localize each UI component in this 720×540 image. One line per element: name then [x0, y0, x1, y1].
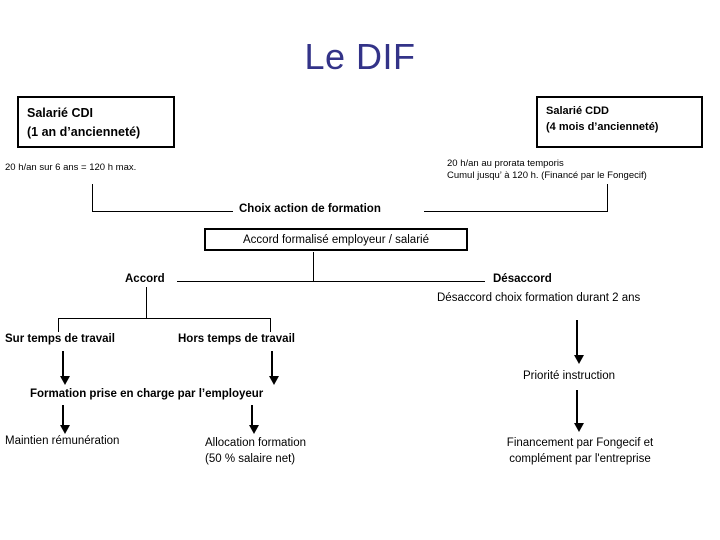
connector-accord-fork-left: [58, 318, 59, 332]
note-cdd-hours-line1: 20 h/an au prorata temporis: [447, 158, 564, 169]
connector-accord-fork-right: [270, 318, 271, 332]
connector-cdd-vertical: [607, 184, 608, 211]
box-salarie-cdi-line2: (1 an d’ancienneté): [27, 125, 141, 139]
box-salarie-cdd-line2: (4 mois d’ancienneté): [546, 121, 659, 133]
arrow-sur-temps-to-formation: [60, 351, 70, 385]
label-accord: Accord: [125, 273, 165, 285]
box-salarie-cdd-line1: Salarié CDD: [546, 105, 609, 117]
note-cdi-hours: 20 h/an sur 6 ans = 120 h max.: [5, 162, 137, 173]
label-sur-temps-de-travail: Sur temps de travail: [5, 333, 115, 345]
connector-cdi-horizontal: [92, 211, 233, 212]
connector-accord-box-stub: [313, 252, 314, 281]
box-accord-formalise: Accord formalisé employeur / salarié: [204, 228, 468, 251]
label-formation-prise-en-charge: Formation prise en charge par l’employeu…: [30, 388, 264, 400]
arrow-priorite-to-financement: [574, 390, 584, 432]
label-allocation-formation: Allocation formation (50 % salaire net): [205, 435, 306, 467]
arrow-formation-to-allocation: [249, 405, 259, 434]
label-allocation-formation-line2: (50 % salaire net): [205, 453, 296, 465]
box-accord-formalise-label: Accord formalisé employeur / salarié: [243, 233, 429, 246]
label-desaccord-detail: Désaccord choix formation durant 2 ans: [437, 292, 641, 304]
box-salarie-cdi-line1: Salarié CDI: [27, 106, 94, 120]
label-hors-temps-de-travail: Hors temps de travail: [178, 333, 295, 345]
box-salarie-cdd: Salarié CDD (4 mois d’ancienneté): [536, 96, 703, 148]
page-title: Le DIF: [304, 36, 416, 77]
label-financement-fongecif-line1: Financement par Fongecif et: [506, 437, 654, 449]
connector-accord-down: [146, 287, 147, 318]
label-priorite-instruction: Priorité instruction: [523, 370, 616, 382]
label-desaccord: Désaccord: [493, 273, 552, 285]
arrow-hors-temps-to-formation: [269, 351, 279, 385]
label-financement-fongecif: Financement par Fongecif et complément p…: [485, 435, 675, 467]
connector-accord-fork: [58, 318, 270, 319]
box-salarie-cdi: Salarié CDI (1 an d’ancienneté): [17, 96, 175, 148]
label-maintien-remuneration: Maintien rémunération: [5, 435, 120, 447]
connector-cdd-horizontal: [424, 211, 608, 212]
arrow-formation-to-maintien: [60, 405, 70, 434]
arrow-desaccord-to-priorite: [574, 320, 584, 364]
label-choix-action-formation: Choix action de formation: [239, 203, 381, 215]
label-financement-fongecif-line2: complément par l'entreprise: [509, 453, 651, 465]
connector-cdi-vertical: [92, 184, 93, 211]
note-cdd-hours-line2: Cumul jusqu’ à 120 h. (Financé par le Fo…: [447, 170, 647, 181]
label-allocation-formation-line1: Allocation formation: [205, 437, 306, 449]
note-cdd-hours: 20 h/an au prorata temporis Cumul jusqu’…: [447, 158, 647, 182]
connector-accord-desaccord: [177, 281, 485, 282]
